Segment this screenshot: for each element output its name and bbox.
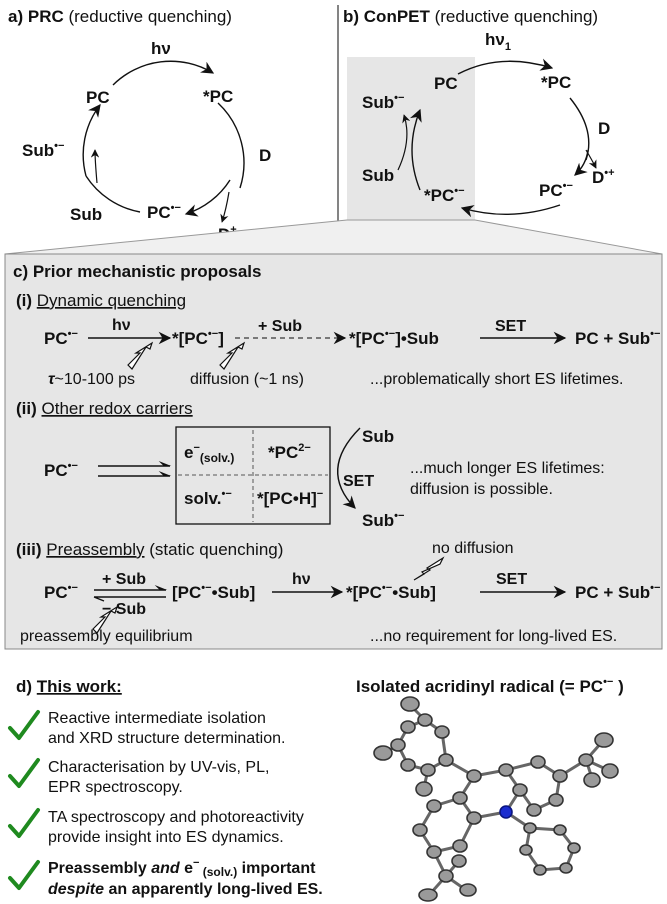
check-icon — [8, 710, 40, 740]
item-1-line2: and XRD structure determination. — [48, 730, 285, 747]
ii-note-line2: diffusion is possible. — [410, 481, 553, 498]
pc-star-label: *PC — [203, 87, 233, 106]
iii-no-diffusion: no diffusion — [432, 540, 514, 557]
pc-rad-label: PC•− — [147, 202, 181, 222]
arrow-sub-rad-b — [397, 114, 411, 171]
iii-hollow-arrow-top — [413, 556, 445, 581]
hv1-label: hν1 — [485, 30, 511, 53]
ii-set: SET — [343, 473, 374, 490]
item-2-line2: EPR spectroscopy. — [48, 779, 183, 796]
i-diffusion: diffusion (~1 ns) — [190, 371, 304, 388]
section-i-heading: (i) Dynamic quenching — [16, 291, 186, 310]
ii-solvated-electron: e−(solv.) — [184, 442, 234, 465]
arrow-hv2 — [460, 204, 561, 218]
pc-label-b: PC — [434, 74, 458, 93]
i-excited: *[PC•−] — [172, 328, 224, 348]
arrow-to-pc — [82, 103, 101, 177]
panel-c-box — [4, 253, 663, 650]
ii-note-line1: ...much longer ES lifetimes: — [410, 460, 605, 477]
zoom-trapezoid — [4, 219, 663, 255]
d-rad-label: D•+ — [592, 167, 615, 187]
ii-sub-rad: Sub•− — [362, 510, 404, 530]
i-note: ...problematically short ES lifetimes. — [370, 371, 623, 388]
iii-arrow-back — [93, 596, 166, 602]
panel-d-title: d) This work: — [16, 677, 122, 696]
arrow-d-rad — [585, 149, 597, 169]
i-hv: hν — [112, 317, 131, 334]
ii-arrow-set — [336, 427, 361, 509]
check-icon — [8, 860, 40, 890]
check-icon — [8, 808, 40, 838]
pc-label: PC — [86, 88, 110, 107]
section-iii-heading: (iii) Preassembly (static quenching) — [16, 540, 283, 559]
iii-minus-sub: − Sub — [102, 601, 146, 618]
crystal-structure-image — [373, 696, 619, 902]
arrow-to-pc-rad-b — [574, 149, 589, 176]
i-hollow-arrow-2 — [219, 341, 246, 370]
highlight-box — [347, 57, 475, 220]
panel-c: c) Prior mechanistic proposals (i) Dynam… — [4, 219, 663, 650]
arrow-excitation — [112, 60, 215, 86]
panel-a-title: a) PRC (reductive quenching) — [8, 7, 232, 26]
hv-label: hν — [151, 39, 171, 58]
d-label-b: D — [598, 119, 610, 138]
sub-rad-label: Sub•− — [22, 140, 64, 160]
i-pc-rad: PC•− — [44, 328, 78, 348]
sub-rad-label-b: Sub•− — [362, 92, 404, 112]
i-plus-sub: + Sub — [258, 318, 302, 335]
ii-sub: Sub — [362, 427, 394, 446]
item-4-line1: Preassembly and e− (solv.) important — [48, 857, 316, 879]
arrow-d-plus — [220, 191, 230, 223]
arc-right — [217, 102, 245, 189]
section-ii-heading: (ii) Other redox carriers — [16, 399, 193, 418]
panel-b: b) ConPET (reductive quenching) hν1 hν2 … — [343, 7, 615, 248]
i-complex: *[PC•−]•Sub — [349, 328, 439, 348]
sub-label: Sub — [70, 205, 102, 224]
i-product: PC + Sub•− — [575, 328, 660, 348]
i-set: SET — [495, 318, 526, 335]
d-label: D — [259, 146, 271, 165]
iii-hollow-arrow-bottom — [92, 605, 119, 634]
ii-pch: *[PC•H]− — [257, 488, 323, 508]
item-3-line1: TA spectroscopy and photoreactivity — [48, 809, 304, 826]
item-1-line1: Reactive intermediate isolation — [48, 710, 266, 727]
pc-rad-label-b: PC•− — [539, 180, 573, 200]
arc-bottom-left — [85, 175, 141, 213]
iii-excited: *[PC•−•Sub] — [346, 582, 436, 602]
pc-star-label-b: *PC — [541, 73, 571, 92]
pc-rad-star-label: *PC•− — [424, 185, 465, 205]
iii-product: PC + Sub•− — [575, 582, 660, 602]
item-4-line2: despite an apparently long-lived ES. — [48, 881, 323, 898]
iii-set: SET — [496, 571, 527, 588]
sub-label-b: Sub — [362, 166, 394, 185]
ii-solv-rad: solv.•− — [184, 488, 232, 508]
nitrogen-atom — [499, 805, 513, 819]
iii-complex: [PC•−•Sub] — [172, 582, 255, 602]
panel-d: d) This work: Reactive intermediate isol… — [8, 676, 624, 902]
arrow-to-pc-rad — [184, 179, 231, 217]
check-icon — [8, 758, 40, 788]
iii-plus-sub: + Sub — [102, 571, 146, 588]
ii-pc-rad: PC•− — [44, 460, 78, 480]
i-hollow-arrow-1 — [127, 341, 154, 370]
arrow-sub-rad — [90, 149, 100, 184]
iii-pc-rad: PC•− — [44, 582, 78, 602]
panel-b-title: b) ConPET (reductive quenching) — [343, 7, 598, 26]
panel-c-title: c) Prior mechanistic proposals — [13, 262, 261, 281]
item-2-line1: Characterisation by UV-vis, PL, — [48, 759, 269, 776]
iii-note: ...no requirement for long-lived ES. — [370, 628, 617, 645]
arrow-hv1 — [457, 58, 554, 75]
structure-title: Isolated acridinyl radical (= PC•− ) — [356, 676, 624, 696]
iii-hv: hν — [292, 571, 311, 588]
iii-equilibrium: preassembly equilibrium — [20, 628, 193, 645]
arrow-to-pc-b — [409, 108, 422, 191]
i-tau: τ~10-100 ps — [48, 371, 135, 388]
item-3-line2: provide insight into ES dynamics. — [48, 829, 284, 846]
ii-pc2: *PC2− — [268, 442, 311, 462]
panel-a: a) PRC (reductive quenching) hν PC *PC D… — [8, 7, 271, 244]
